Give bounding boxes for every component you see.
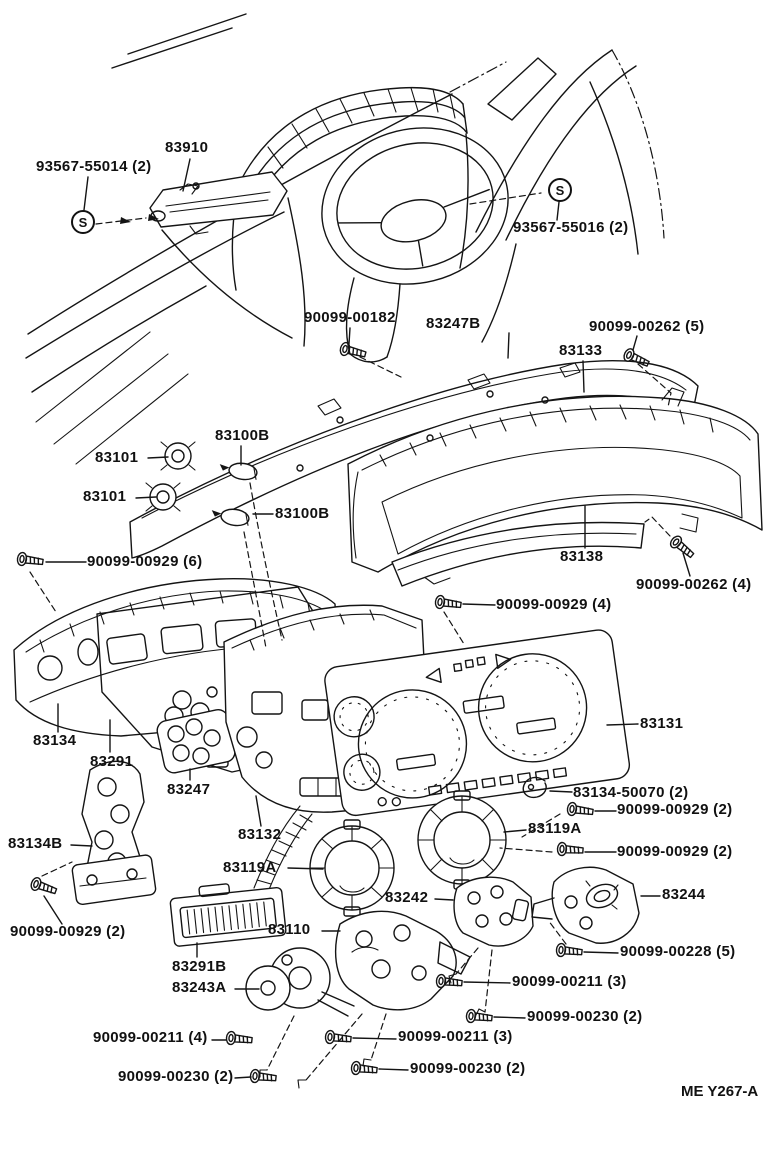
part-83247-plate [156,709,236,774]
part-number-label: 90099-00929 (2) [10,923,126,940]
part-83138-strip [391,521,645,587]
part-83134b-bracket [71,760,157,906]
part-number-label: 83134 [33,732,77,749]
assembly-dashed-lines [29,192,672,1089]
part-number-label: 90099-00230 (2) [410,1060,526,1077]
part-number-label: 83131 [640,715,684,732]
part-number-label: 83243A [172,979,227,996]
part-number-label: 83138 [560,548,604,565]
part-83291b-connector [169,805,313,947]
dashboard-outline [25,13,665,465]
part-number-label: 90099-00228 (5) [620,943,736,960]
part-number-label: 90099-00211 (4) [93,1029,208,1046]
part-number-label: 83247B [426,315,481,332]
part-number-label: 83910 [165,139,209,156]
part-number-label: 83100B [215,427,270,444]
part-number-label: 83242 [385,889,429,906]
part-number-label: 90099-00211 (3) [512,973,627,990]
part-83910-vent [149,171,288,235]
part-83119a-ring-left [309,819,395,917]
part-number-label: 83134-50070 (2) [573,784,689,801]
part-83131-faceplate [324,629,631,817]
part-number-label: 90099-00929 (4) [496,596,612,613]
part-83244 [531,866,640,944]
part-number-label: 90099-00230 (2) [527,1008,643,1025]
part-83242 [453,876,534,947]
part-number-label: 83291 [90,753,134,770]
part-number-label: 90099-00230 (2) [118,1068,234,1085]
part-number-label: 90099-00262 (4) [636,576,752,593]
part-number-label: 83291B [172,958,227,975]
part-number-label: 93567-55014 (2) [36,158,152,175]
part-number-label: 83247 [167,781,211,798]
part-number-label: 83101 [95,449,139,466]
part-number-label: 83132 [238,826,282,843]
part-number-label: 83110 [268,921,311,938]
part-83134-50070-clip [522,776,547,799]
leader-lines [43,158,691,1079]
part-number-label: 83100B [275,505,330,522]
screw-symbol: S [548,178,572,202]
part-83100b-bulbs [211,462,258,527]
part-number-label: 93567-55016 (2) [513,219,629,236]
part-number-label: 90099-00929 (2) [617,801,733,818]
part-number-label: 83134B [8,835,63,852]
part-83243a-knob [245,947,355,1017]
page-code: ME Y267-A [681,1083,759,1100]
part-number-label: 83133 [559,342,603,359]
screw-symbol: S [71,210,95,234]
part-83133-housing [347,387,763,585]
part-number-label: 90099-00211 (3) [398,1028,513,1045]
steering-wheel [321,127,509,363]
part-number-label: 83119A [223,859,277,876]
part-number-label: 83119A [528,820,582,837]
part-number-label: 90099-00182 [304,309,396,326]
part-number-label: 90099-00929 (6) [87,553,203,570]
part-number-label: 90099-00929 (2) [617,843,733,860]
part-number-label: 83101 [83,488,127,505]
part-number-label: 83244 [662,886,706,903]
part-number-label: 90099-00262 (5) [589,318,705,335]
